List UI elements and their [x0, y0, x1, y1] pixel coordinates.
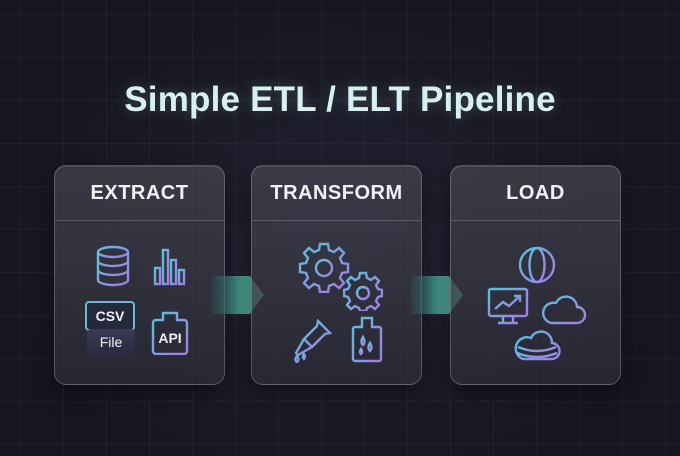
globe-icon — [518, 246, 556, 284]
monitor-chart-icon — [487, 287, 529, 325]
stage-icons — [252, 221, 421, 384]
stage-icons: CSV File API — [55, 221, 224, 384]
stage-heading: EXTRACT — [55, 166, 224, 221]
stage-card-load: LOAD — [450, 165, 621, 385]
api-label: API — [158, 330, 182, 346]
cloud-stack-icon — [514, 330, 561, 361]
csv-label: CSV — [85, 301, 135, 331]
stage-card-transform: TRANSFORM — [251, 165, 422, 385]
database-icon — [96, 245, 130, 287]
api-icon: API — [151, 311, 189, 355]
cloud-icon — [542, 295, 587, 325]
stage-heading: TRANSFORM — [252, 166, 421, 221]
beaker-icon — [351, 316, 383, 363]
stage-card-extract: EXTRACT CS — [54, 165, 225, 385]
page-title: Simple ETL / ELT Pipeline — [124, 80, 556, 119]
gear-large-icon — [298, 242, 350, 293]
gear-small-icon — [343, 271, 383, 311]
file-label: File — [87, 329, 135, 355]
stage-heading: LOAD — [451, 166, 620, 221]
csv-file-icon: CSV File — [85, 301, 135, 355]
bar-chart-icon — [152, 248, 186, 286]
stage-icons — [451, 221, 620, 384]
dropper-icon — [294, 319, 332, 363]
